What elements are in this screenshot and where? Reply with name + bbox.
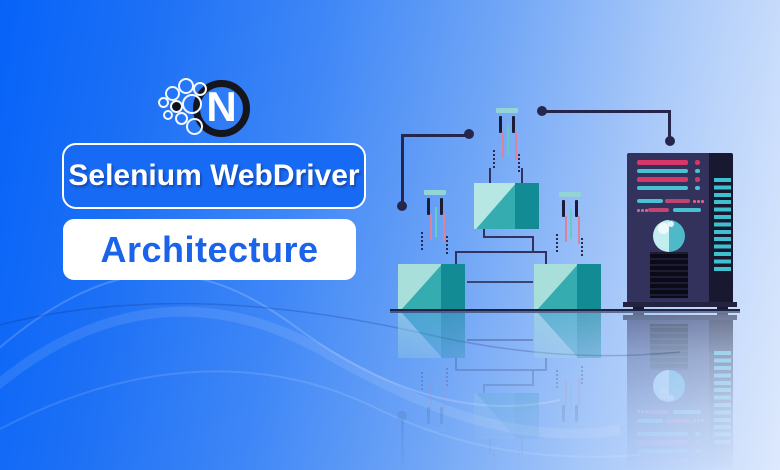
cube-icon xyxy=(534,264,601,311)
server-led-bar xyxy=(637,185,688,190)
logo-bubble-icon xyxy=(163,110,173,120)
logo-bubble-icon xyxy=(182,94,202,114)
server-led-bar xyxy=(637,160,688,165)
server-led-bar xyxy=(637,177,688,182)
circuit-trace-icon xyxy=(521,168,523,183)
illustration-scene xyxy=(390,106,740,312)
title-banner-primary: Selenium WebDriver xyxy=(62,143,366,209)
server-led-bar xyxy=(637,168,688,173)
circuit-trace-icon xyxy=(455,251,547,253)
server-led-dot xyxy=(695,168,700,173)
cable-connector-icon xyxy=(490,106,526,178)
title-line2: Architecture xyxy=(100,228,319,270)
circuit-trace-icon xyxy=(532,236,534,252)
circuit-trace-icon xyxy=(483,229,485,237)
server-led-dot xyxy=(695,185,700,190)
circuit-trace-icon xyxy=(401,134,404,206)
server-slider xyxy=(665,199,690,203)
title-banner-secondary: Architecture xyxy=(63,219,356,280)
cube-icon xyxy=(474,183,539,229)
logo-bubble-icon xyxy=(158,97,169,108)
server-base xyxy=(623,302,737,307)
server-led-dot xyxy=(695,177,700,182)
cable-connector-icon xyxy=(418,188,454,260)
cable-connector-icon xyxy=(553,190,589,262)
cube-icon xyxy=(398,264,465,311)
server-slider xyxy=(673,208,701,212)
logo-bubble-icon xyxy=(193,82,207,96)
connector-dot-icon xyxy=(397,201,407,211)
logo: N xyxy=(0,0,260,150)
server-led-dot xyxy=(695,160,700,165)
circuit-trace-icon xyxy=(545,251,547,264)
server-grill xyxy=(650,252,688,298)
server-vents xyxy=(714,178,731,274)
circuit-trace-icon xyxy=(489,168,491,183)
circuit-trace-icon xyxy=(455,251,457,264)
globe-icon xyxy=(653,220,685,252)
logo-bubble-icon xyxy=(186,118,203,135)
illustration-reflection xyxy=(0,311,780,470)
circuit-trace-icon xyxy=(483,236,534,238)
circuit-trace-icon xyxy=(401,134,469,137)
connector-dot-icon xyxy=(665,136,675,146)
circuit-trace-icon xyxy=(668,110,671,140)
connector-dot-icon xyxy=(464,129,474,139)
circuit-trace-icon xyxy=(542,110,670,113)
server-tower-icon xyxy=(619,150,740,312)
floor-line xyxy=(390,308,740,311)
server-slider xyxy=(648,208,669,212)
connector-dot-icon xyxy=(537,106,547,116)
circuit-trace-icon xyxy=(467,281,533,283)
title-line1: Selenium WebDriver xyxy=(68,159,360,192)
logo-bubble-icon xyxy=(175,112,188,125)
logo-letter: N xyxy=(206,83,237,130)
server-slider xyxy=(637,199,663,203)
